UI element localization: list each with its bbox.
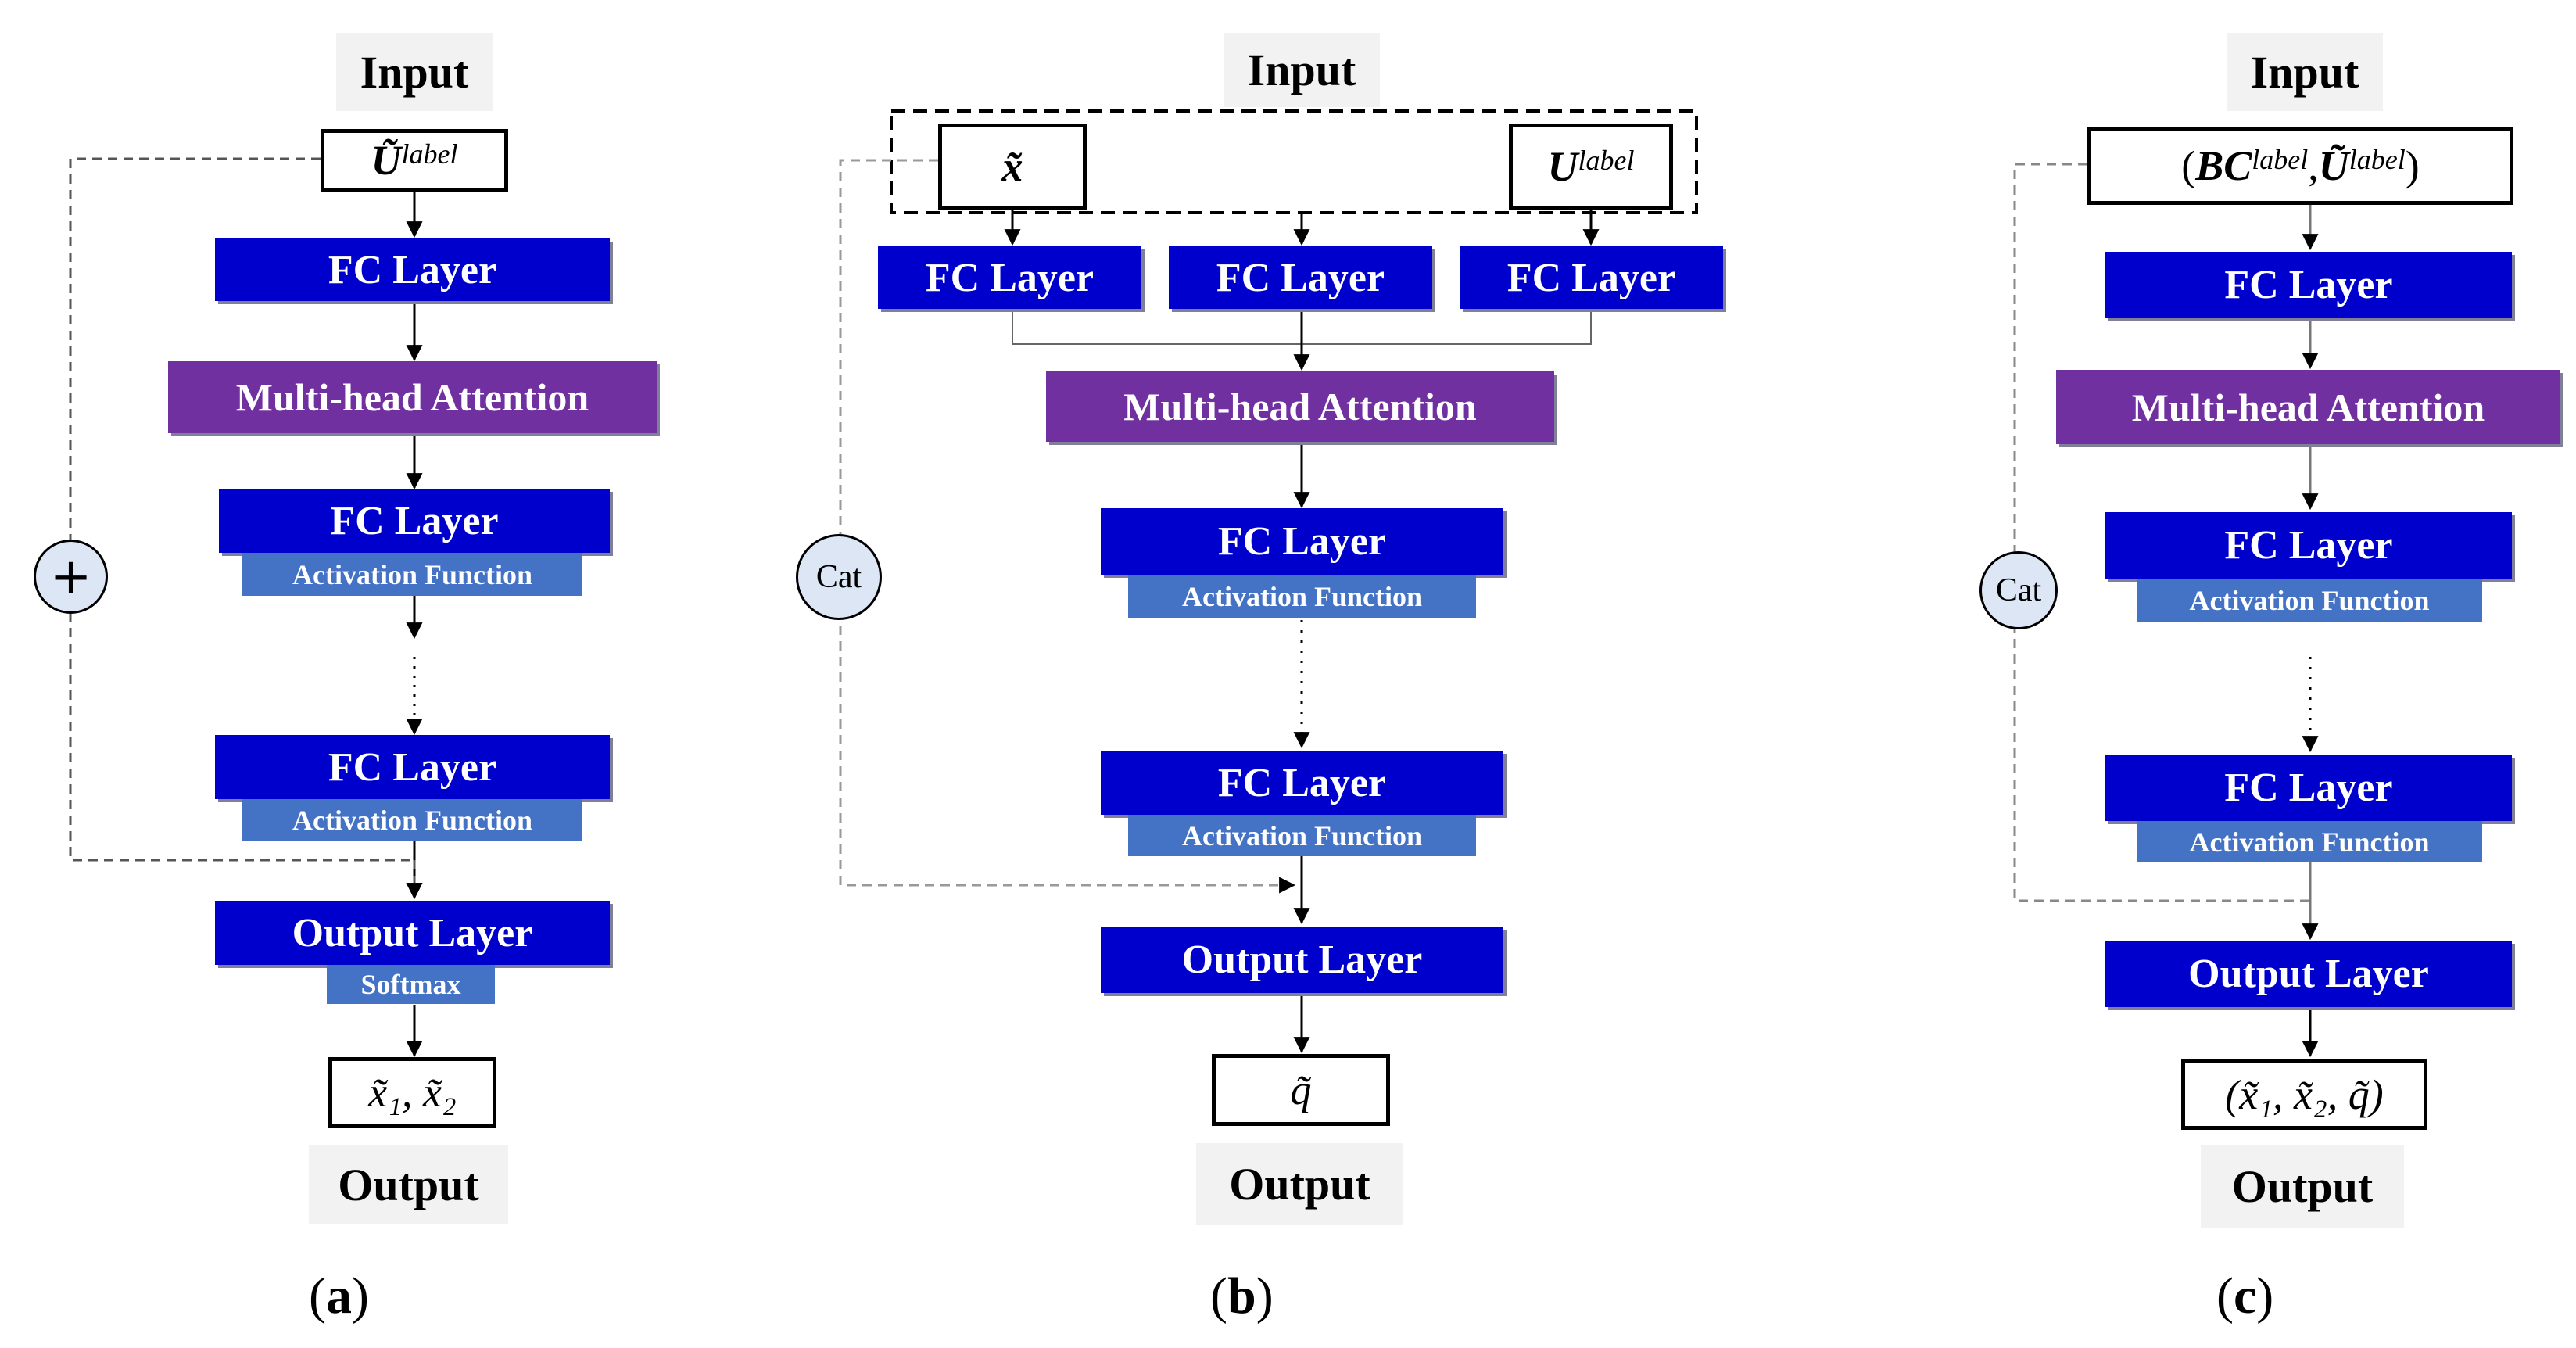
panel-b-arrows xyxy=(1004,209,1600,1054)
panel-c-output-layer: Output Layer xyxy=(2105,941,2512,1007)
panel-c-input-comma: , xyxy=(2308,142,2319,189)
panel-a-fc-layer-3: FC Layer xyxy=(215,735,610,799)
panel-b-fc-layer-mid: FC Layer xyxy=(1169,246,1432,309)
panel-b-fc-layer-right: FC Layer xyxy=(1460,246,1723,309)
panel-c-input-bc-sup: label xyxy=(2252,144,2309,175)
panel-a-output-label: Output xyxy=(309,1145,508,1224)
panel-b-caption-letter: b xyxy=(1227,1267,1256,1325)
panel-b-output-box: q̃ xyxy=(1212,1054,1390,1126)
panel-c-output-box: (x̃₁, x̃₂, q̃) xyxy=(2181,1059,2427,1130)
panel-b-input-label: Input xyxy=(1224,33,1380,107)
panel-b-caption: (b) xyxy=(1210,1267,1274,1326)
panel-a-activation-2: Activation Function xyxy=(242,553,582,596)
panel-a-input-symbol: Ũ xyxy=(371,137,402,184)
panel-b-input-group xyxy=(890,109,1698,214)
panel-b-input-x-box: x̃ xyxy=(938,124,1087,210)
panel-a-fc-layer-2: FC Layer xyxy=(219,489,610,553)
panel-b-concat-node: Cat xyxy=(796,534,882,620)
panel-a-residual xyxy=(69,157,423,900)
panel-c-fc-layer-3: FC Layer xyxy=(2105,755,2512,821)
panel-c-activation-3: Activation Function xyxy=(2137,821,2482,862)
panel-a-caption-open: ( xyxy=(309,1267,326,1325)
panel-b-caption-open: ( xyxy=(1210,1267,1227,1325)
panel-a-multi-head-attention: Multi-head Attention xyxy=(168,361,657,433)
panel-a-input-label: Input xyxy=(336,33,493,111)
panel-c-fc-layer-2: FC Layer xyxy=(2105,512,2512,579)
panel-a-caption: (a) xyxy=(309,1267,369,1326)
panel-c-input-bc: BC xyxy=(2195,142,2252,189)
panel-c-caption-open: ( xyxy=(2216,1267,2234,1325)
panel-c-activation-2: Activation Function xyxy=(2137,579,2482,622)
panel-b-output-label: Output xyxy=(1196,1143,1403,1225)
panel-c-multi-head-attention: Multi-head Attention xyxy=(2056,370,2560,444)
panel-c-fc-layer-1: FC Layer xyxy=(2105,252,2512,318)
panel-c-input-label: Input xyxy=(2227,33,2383,111)
panel-b-activation-3: Activation Function xyxy=(1128,815,1476,856)
panel-c-caption-close: ) xyxy=(2256,1267,2274,1325)
panel-a-add-node: + xyxy=(34,540,108,614)
panel-b-multi-head-attention: Multi-head Attention xyxy=(1046,371,1554,442)
panel-c-concat-node: Cat xyxy=(1979,551,2058,629)
panel-b-caption-close: ) xyxy=(1256,1267,1274,1325)
panel-c-input-open: ( xyxy=(2181,142,2196,189)
panel-b-activation-2: Activation Function xyxy=(1128,575,1476,618)
panel-a-input-sup: label xyxy=(401,138,458,170)
panel-c-caption-letter: c xyxy=(2233,1267,2257,1325)
panel-c-input-u: Ũ xyxy=(2318,142,2349,189)
panel-a-softmax: Softmax xyxy=(327,965,495,1004)
panel-a-caption-letter: a xyxy=(325,1267,352,1325)
panel-a-output-layer: Output Layer xyxy=(215,901,610,965)
panel-c-input-u-sup: label xyxy=(2348,144,2406,175)
panel-c-output-label: Output xyxy=(2201,1145,2404,1228)
panel-a-activation-3: Activation Function xyxy=(242,799,582,841)
panel-c-concat xyxy=(2013,163,2310,902)
panel-b-input-u-symbol: U xyxy=(1547,143,1578,190)
panel-b-fc-layer-3: FC Layer xyxy=(1101,751,1503,815)
panel-c-input-close: ) xyxy=(2405,142,2420,189)
panel-a-caption-close: ) xyxy=(351,1267,369,1325)
panel-b-fc-layer-left: FC Layer xyxy=(878,246,1141,309)
panel-a-output-box: x̃₁, x̃₂ xyxy=(328,1057,496,1128)
panel-b-fc-layer-2: FC Layer xyxy=(1101,508,1503,575)
panel-b-concat xyxy=(839,159,1296,894)
panel-b-output-layer: Output Layer xyxy=(1101,927,1503,993)
panel-b-input-u-sup: label xyxy=(1578,145,1635,176)
panel-c-caption: (c) xyxy=(2216,1267,2273,1326)
panel-a-fc-layer-1: FC Layer xyxy=(215,238,610,301)
